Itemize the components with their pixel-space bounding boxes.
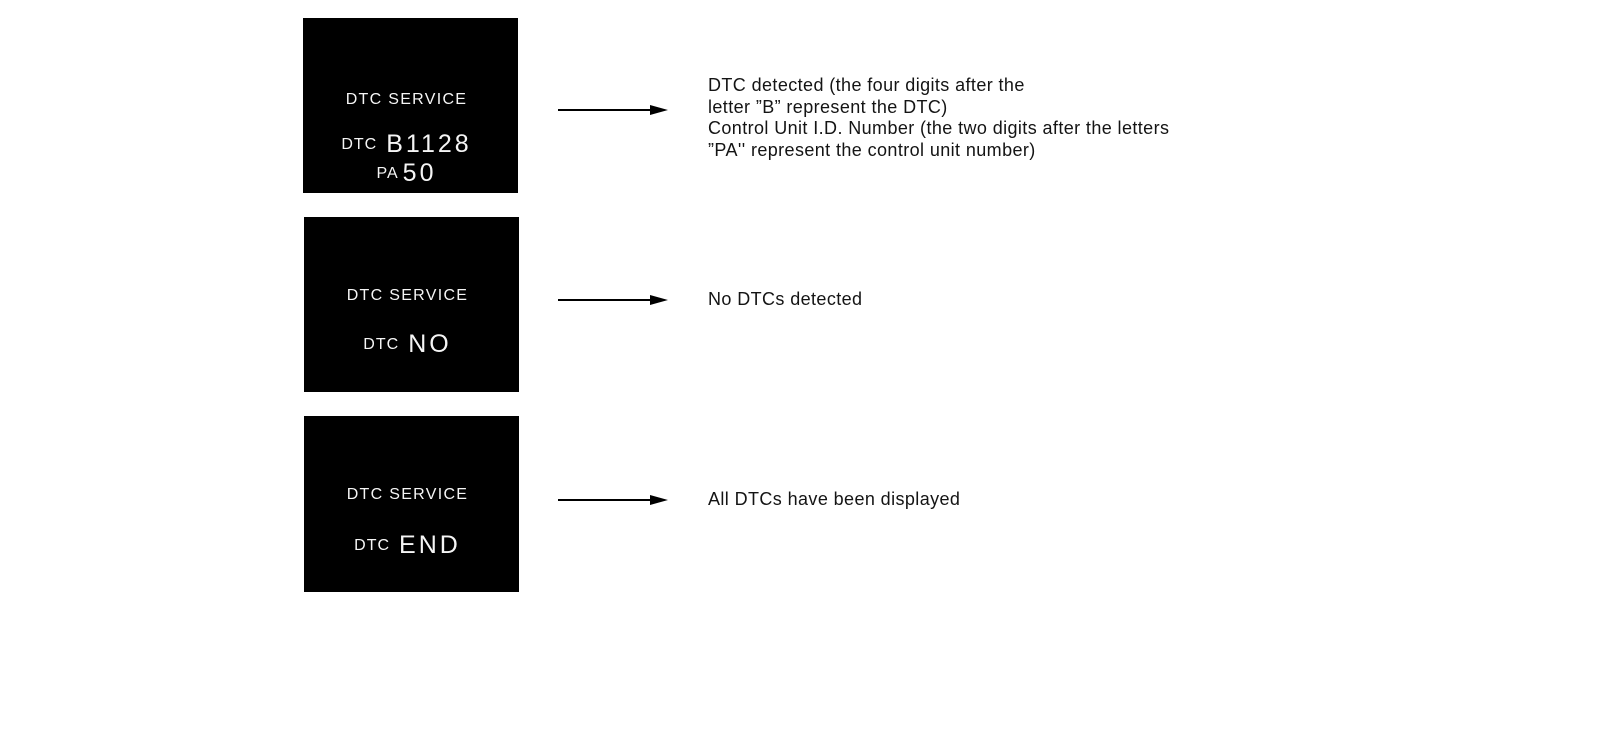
screen-description-all-displayed: All DTCs have been displayed [708, 489, 960, 511]
screen-description-dtc-detected: DTC detected (the four digits after the … [708, 75, 1169, 162]
dtc-screen-end: DTC SERVICE DTC END [304, 416, 519, 592]
description-line: All DTCs have been displayed [708, 489, 961, 509]
screen-title: DTC SERVICE [345, 91, 468, 108]
arrow-shaft [558, 499, 652, 501]
dtc-screen-no: DTC SERVICE DTC NO [304, 217, 519, 392]
arrow-right-icon [558, 105, 668, 115]
screen-title: DTC SERVICE [346, 486, 469, 503]
arrow-head-icon [650, 105, 668, 115]
dtc-code-value: END [399, 531, 461, 559]
dtc-code-label: DTC [341, 135, 378, 153]
arrow-head-icon [650, 295, 668, 305]
control-unit-row: PA 50 [299, 159, 514, 188]
dtc-code-value: NO [408, 330, 452, 358]
arrow-shaft [558, 109, 652, 111]
description-line: No DTCs detected [708, 289, 863, 309]
description-line: letter ”B” represent the DTC) [708, 96, 948, 117]
dtc-code-row: DTC B1128 [299, 130, 514, 159]
dtc-screen-b1128: DTC SERVICE DTC B1128 PA 50 [303, 18, 518, 193]
description-line: ”PA'' represent the control unit number) [708, 140, 1036, 161]
screen-description-no-dtcs: No DTCs detected [708, 289, 862, 311]
screen-title: DTC SERVICE [346, 287, 469, 304]
arrow-shaft [558, 299, 652, 301]
dtc-code-value: B1128 [386, 130, 472, 158]
description-line: DTC detected (the four digits after the [708, 75, 1025, 95]
arrow-head-icon [650, 495, 668, 505]
dtc-code-label: DTC [354, 536, 391, 554]
dtc-code-label: DTC [363, 335, 400, 353]
control-unit-value: 50 [402, 159, 437, 187]
arrow-right-icon [558, 295, 668, 305]
control-unit-label: PA [376, 164, 399, 182]
arrow-right-icon [558, 495, 668, 505]
dtc-code-row: DTC NO [300, 330, 515, 359]
description-line: Control Unit I.D. Number (the two digits… [708, 118, 1170, 139]
dtc-code-row: DTC END [300, 531, 515, 560]
